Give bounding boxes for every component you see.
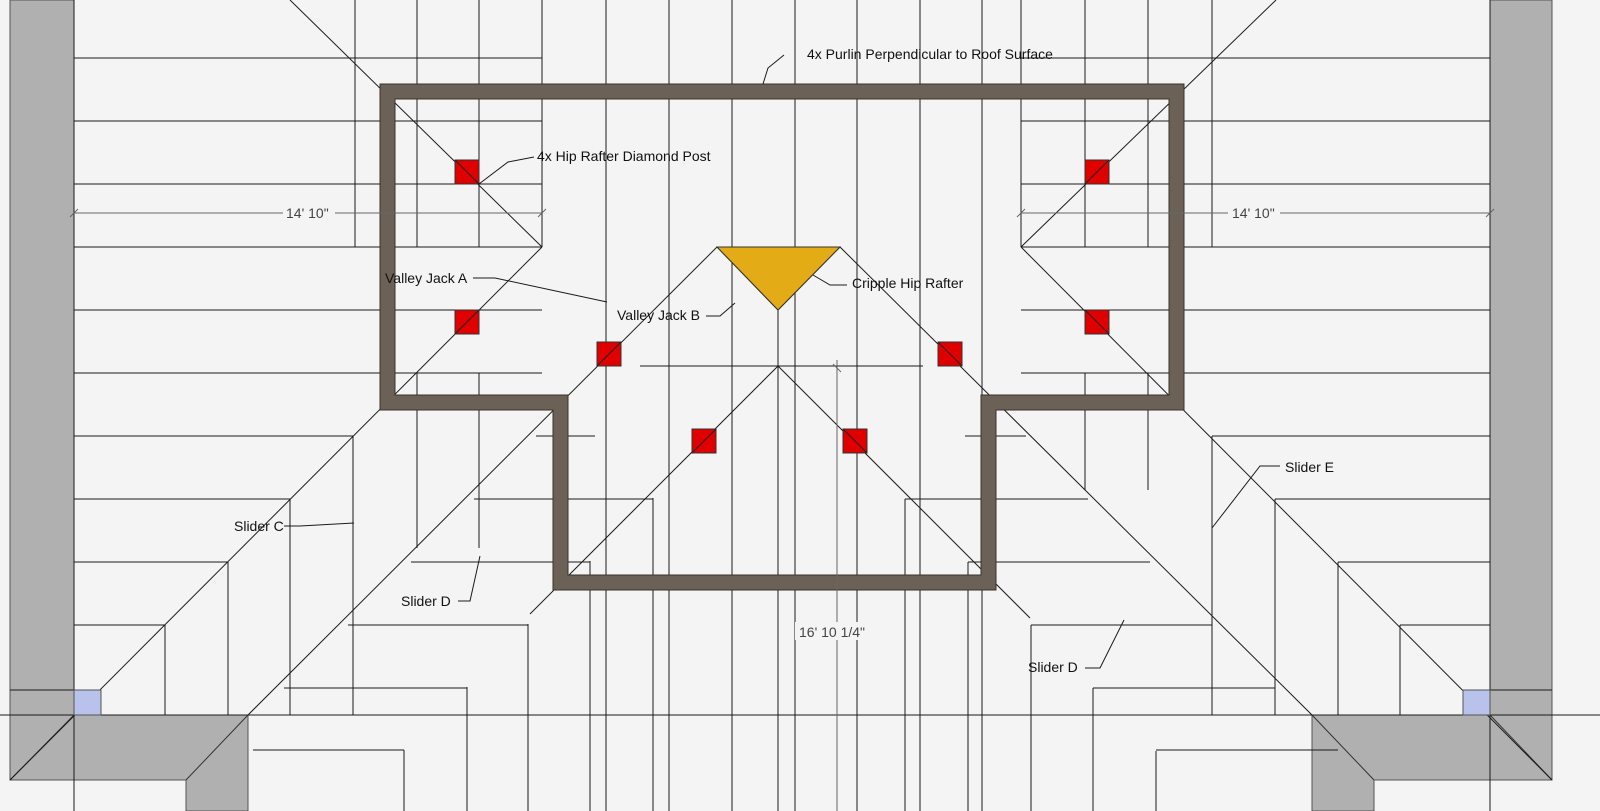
diamond-post-diagonals bbox=[454, 159, 1110, 454]
dimension-center-run: 16' 10 1/4" bbox=[799, 624, 865, 640]
label-slider-d-right: Slider D bbox=[1028, 659, 1078, 675]
hip-rafter bbox=[289, 0, 543, 248]
dim-text-bg bbox=[1228, 203, 1280, 221]
label-valley-jack-a: Valley Jack A bbox=[385, 270, 468, 286]
label-slider-c: Slider C bbox=[234, 518, 284, 534]
cripple-hip-line bbox=[917, 505, 1031, 619]
corner-post-right bbox=[1462, 689, 1491, 716]
dimension-left-run: 14' 10" bbox=[286, 205, 329, 221]
label-diamond-post: 4x Hip Rafter Diamond Post bbox=[537, 148, 711, 164]
dimension-right-run: 14' 10" bbox=[1232, 205, 1275, 221]
label-valley-jack-b: Valley Jack B bbox=[617, 307, 700, 323]
dim-text-bg bbox=[283, 203, 335, 221]
label-cripple-hip-rafter: Cripple Hip Rafter bbox=[852, 275, 964, 291]
label-slider-d-left: Slider D bbox=[401, 593, 451, 609]
valley-rafter bbox=[247, 246, 718, 716]
corner-post-left bbox=[73, 689, 102, 716]
cripple-hip-rafter bbox=[715, 246, 842, 311]
wall-left bbox=[9, 0, 249, 811]
dim-text-bg bbox=[795, 622, 875, 640]
label-slider-e: Slider E bbox=[1285, 459, 1334, 475]
hip-rafter bbox=[1020, 0, 1277, 248]
leader-lines bbox=[284, 54, 1280, 669]
purlin-frame bbox=[379, 83, 1185, 591]
label-purlin: 4x Purlin Perpendicular to Roof Surface bbox=[807, 46, 1053, 62]
valley-rafter bbox=[839, 246, 1313, 716]
cripple-hip-line bbox=[529, 503, 641, 615]
